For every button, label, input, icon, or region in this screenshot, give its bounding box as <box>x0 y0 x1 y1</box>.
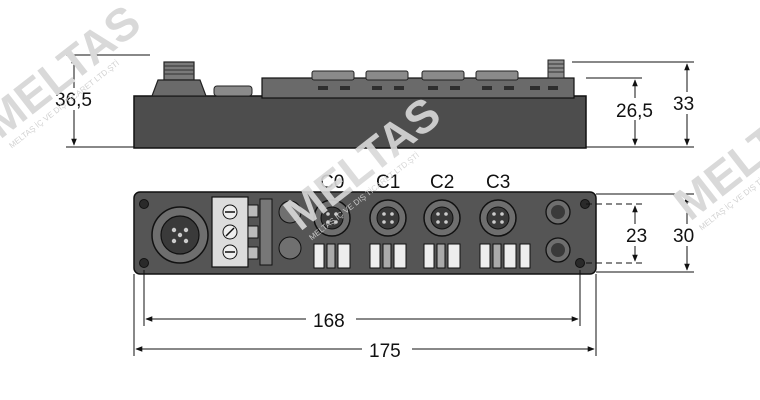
dim-label-33: 33 <box>673 94 694 115</box>
top-view: C0 C1 C2 C3 23 30 168 175 <box>133 172 700 362</box>
dim-label-23: 23 <box>626 226 647 247</box>
connector-c1 <box>369 199 407 269</box>
label-c0: C0 <box>320 172 344 193</box>
watermark-brand-left: MELTAS <box>0 0 150 148</box>
dim-label-26-5: 26,5 <box>616 101 653 122</box>
dim-label-175: 175 <box>369 341 401 362</box>
side-power-connector <box>151 61 207 97</box>
connector-c3 <box>479 199 531 269</box>
side-connector-platform <box>261 77 575 99</box>
dim-label-30: 30 <box>673 226 694 247</box>
dim-label-36-5: 36,5 <box>55 90 92 111</box>
watermark-left: MELTAS MELTAŞ İÇ VE DIŞ TİCARET LTD.ŞTİ <box>0 0 150 150</box>
connector-c2 <box>423 199 461 269</box>
dim-label-168: 168 <box>313 311 345 332</box>
side-connector-nubs <box>311 70 519 81</box>
label-c1: C1 <box>376 172 400 193</box>
label-c2: C2 <box>430 172 454 193</box>
side-small-connector <box>547 59 565 79</box>
side-housing <box>133 95 587 149</box>
power-connector <box>151 206 209 264</box>
label-c3: C3 <box>486 172 510 193</box>
rotary-switch-block <box>211 196 273 268</box>
status-indicators <box>278 200 302 260</box>
side-view: 36,5 26,5 33 <box>54 54 700 149</box>
small-connectors-right <box>545 199 571 263</box>
mounting-holes <box>139 199 590 268</box>
connector-c0 <box>313 199 351 269</box>
